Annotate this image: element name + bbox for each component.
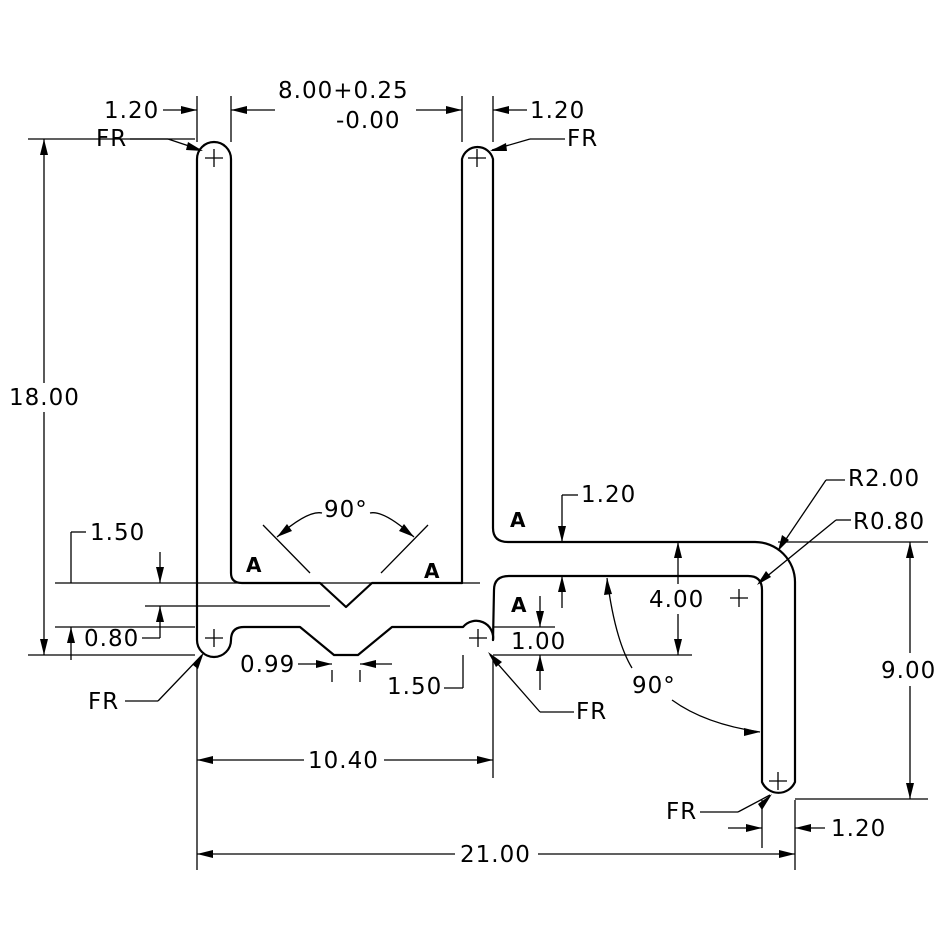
dim-drop: 9.00 — [881, 658, 936, 684]
dim-v-angle: 90° — [324, 497, 368, 523]
dimension-text: 1.20 8.00+0.25 -0.00 1.20 FR FR 18.00 90… — [9, 78, 936, 868]
dim-bend-angle: 90° — [632, 673, 676, 699]
fr-foot: FR — [666, 799, 697, 825]
dim-gap-tolerance: -0.00 — [336, 108, 401, 134]
part-outline — [195, 140, 797, 794]
dim-gap-nominal: 8.00+0.25 — [278, 78, 409, 104]
center-marks — [205, 149, 787, 790]
dim-overall-height: 18.00 — [9, 385, 80, 411]
dim-span-1040: 10.40 — [308, 748, 379, 774]
fr-top-right: FR — [567, 126, 598, 152]
dim-step-150: 1.50 — [90, 520, 145, 546]
datum-a-arm-bottom: A — [511, 593, 527, 617]
dim-arm-thickness: 1.20 — [581, 482, 636, 508]
dim-inner-radius: R0.80 — [853, 509, 925, 535]
datum-a-left: A — [246, 553, 262, 577]
dimension-lines — [40, 106, 914, 858]
fr-top-left: FR — [96, 126, 127, 152]
dim-notch-099: 0.99 — [240, 652, 295, 678]
dim-foot-thickness: 1.20 — [831, 816, 886, 842]
fr-lower-left: FR — [88, 689, 119, 715]
dim-arm-height: 4.00 — [649, 587, 704, 613]
datum-labels: A A A A — [246, 508, 527, 617]
left-post-and-base — [195, 140, 495, 659]
right-post-and-arm — [460, 145, 797, 794]
datum-a-right: A — [424, 559, 440, 583]
dim-span-2100: 21.00 — [460, 842, 531, 868]
dim-left-wall: 1.20 — [104, 98, 159, 124]
dim-outer-radius: R2.00 — [848, 466, 920, 492]
dim-notch-150: 1.50 — [387, 674, 442, 700]
fr-lower-mid: FR — [576, 699, 607, 725]
dim-right-wall: 1.20 — [530, 98, 585, 124]
extension-lines — [28, 96, 928, 870]
dim-base-080: 0.80 — [84, 626, 139, 652]
datum-a-arm-top: A — [510, 508, 526, 532]
dim-arm-step: 1.00 — [511, 629, 566, 655]
